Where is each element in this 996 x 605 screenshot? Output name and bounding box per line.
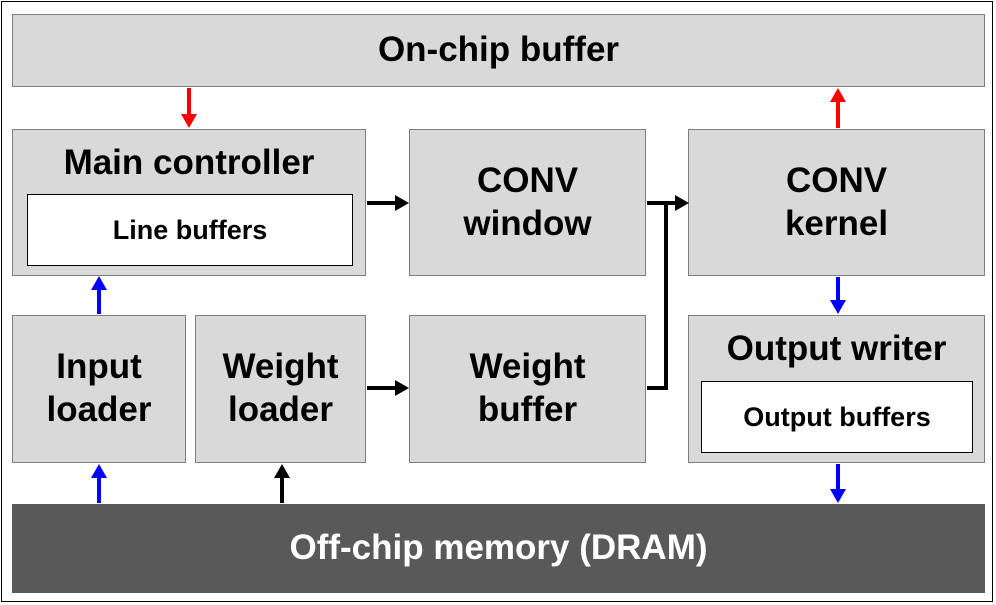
weight-loader-label-line2: loader — [227, 390, 334, 429]
conv-window-label-line1: CONV — [476, 160, 579, 200]
conv-window-label-line2: window — [463, 203, 592, 243]
output-writer-label: Output writer — [726, 329, 947, 368]
arrow-dram-to-inputloader — [91, 464, 107, 503]
conv-kernel-block: CONV kernel — [688, 129, 985, 276]
conv-window-block: CONV window — [409, 129, 646, 276]
line-buffers-label: Line buffers — [112, 214, 268, 245]
input-loader-block: Input loader — [12, 315, 186, 463]
output-buffers-block: Output buffers — [701, 381, 973, 453]
weight-loader-label-line1: Weight — [222, 347, 339, 387]
conv-kernel-label-line2: kernel — [784, 203, 889, 243]
weight-buffer-label-line1: Weight — [469, 347, 586, 387]
on-chip-buffer-block: On-chip buffer — [12, 14, 985, 87]
arrow-kernel-to-outputwriter — [830, 277, 846, 314]
off-chip-memory-label: Off-chip memory (DRAM) — [289, 528, 708, 568]
input-loader-label-line1: Input — [56, 347, 142, 387]
weight-loader-block: Weight loader — [195, 315, 366, 463]
main-controller-label: Main controller — [63, 143, 315, 182]
arrow-onchip-to-controller — [181, 88, 197, 128]
line-buffers-block: Line buffers — [27, 194, 353, 266]
output-writer-block: Output writer Output buffers — [688, 315, 985, 463]
conv-kernel-label-line1: CONV — [785, 160, 888, 200]
arrow-inputloader-to-controller — [91, 276, 107, 314]
output-buffers-label: Output buffers — [743, 401, 931, 432]
off-chip-memory-block: Off-chip memory (DRAM) — [12, 504, 985, 593]
arrow-weightloader-to-weightbuffer — [367, 380, 409, 396]
weight-buffer-label-line2: buffer — [477, 390, 578, 429]
on-chip-buffer-label: On-chip buffer — [377, 30, 620, 70]
input-loader-label-line2: loader — [46, 390, 152, 429]
weight-buffer-block: Weight buffer — [409, 315, 646, 463]
arrow-dram-to-weightloader — [274, 464, 290, 503]
arrow-outputwriter-to-dram — [830, 464, 846, 503]
arrow-kernel-to-onchip — [830, 88, 846, 128]
main-controller-block: Main controller Line buffers — [12, 129, 366, 276]
arrow-controller-to-window — [367, 195, 409, 211]
arrow-window-buffer-to-kernel — [647, 195, 689, 390]
